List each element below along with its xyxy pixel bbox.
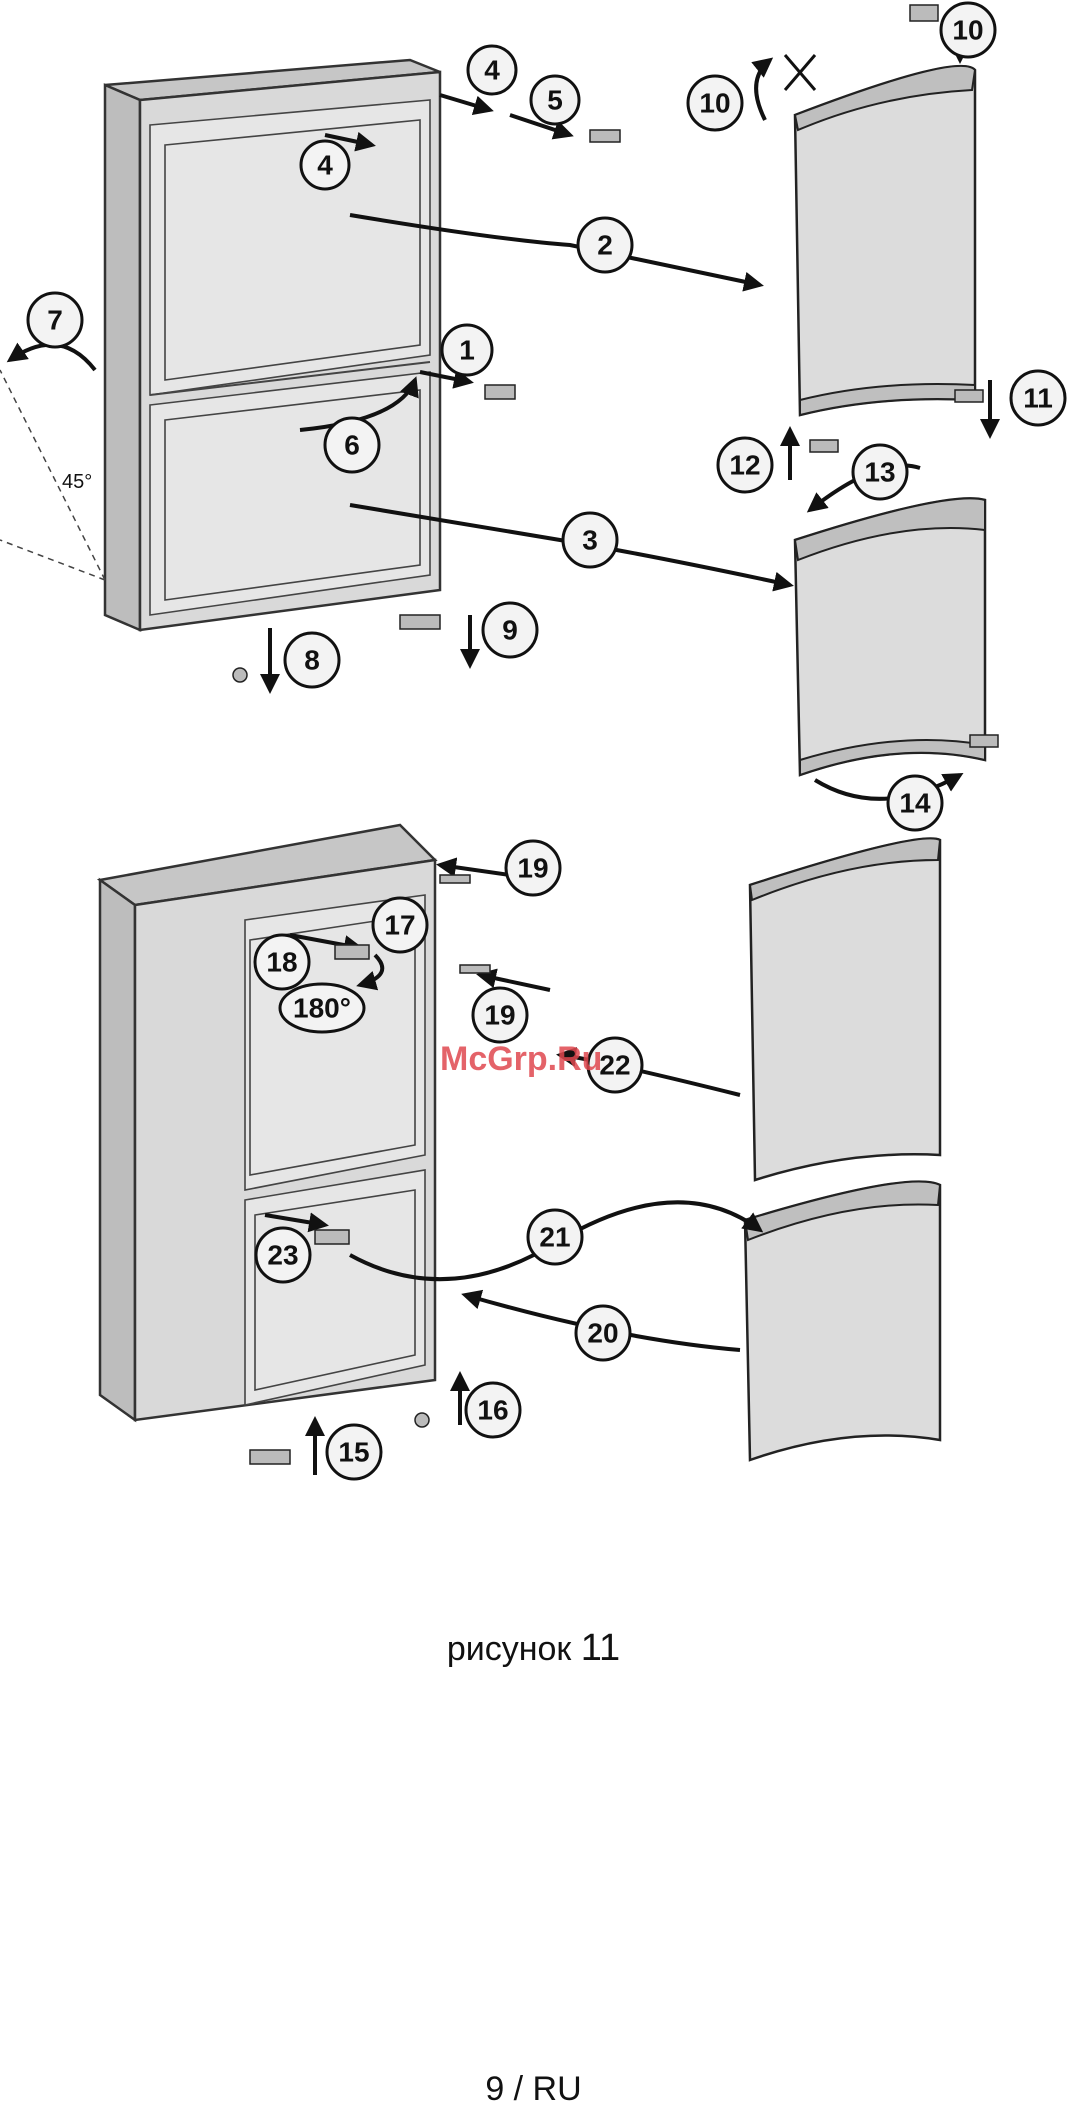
step-badge-17: 17 <box>373 898 427 952</box>
step-badge-8: 8 <box>285 633 339 687</box>
step-badge-1: 1 <box>442 325 492 375</box>
svg-text:23: 23 <box>267 1240 298 1271</box>
top-fridge-door <box>795 498 985 775</box>
hinge-icon <box>485 385 515 399</box>
svg-text:5: 5 <box>547 85 563 116</box>
swing-angle-guides: 45° <box>0 370 105 580</box>
svg-text:15: 15 <box>338 1437 369 1468</box>
step-badge-23: 23 <box>256 1228 310 1282</box>
step-badge-14: 14 <box>888 776 942 830</box>
step-badge-4a: 4 <box>468 46 516 94</box>
step-badge-9: 9 <box>483 603 537 657</box>
step-badge-16: 16 <box>466 1383 520 1437</box>
step-badge-19a: 19 <box>506 841 560 895</box>
top-fridge-cabinet <box>105 60 440 630</box>
hinge-pin-icon <box>440 875 470 883</box>
step-badge-20: 20 <box>576 1306 630 1360</box>
svg-text:6: 6 <box>344 430 360 461</box>
hinge-icon <box>955 390 983 402</box>
step-badge-15: 15 <box>327 1425 381 1479</box>
step-badge-10b: 10 <box>688 76 742 130</box>
svg-text:19: 19 <box>484 1000 515 1031</box>
step-badge-7: 7 <box>28 293 82 347</box>
step-badge-21: 21 <box>528 1210 582 1264</box>
step-badge-3: 3 <box>563 513 617 567</box>
svg-text:10: 10 <box>699 88 730 119</box>
svg-text:9: 9 <box>502 615 518 646</box>
svg-text:22: 22 <box>599 1050 630 1081</box>
svg-text:18: 18 <box>266 947 297 978</box>
svg-text:19: 19 <box>517 853 548 884</box>
hinge-icon <box>335 945 369 959</box>
page-footer: 9 / RU <box>0 2070 1067 2109</box>
svg-text:21: 21 <box>539 1222 570 1253</box>
crossed-out-icon <box>785 55 815 90</box>
hinge-icon <box>250 1450 290 1464</box>
svg-text:2: 2 <box>597 230 613 261</box>
step-badge-13: 13 <box>853 445 907 499</box>
hinge-pin-icon <box>460 965 490 973</box>
svg-text:3: 3 <box>582 525 598 556</box>
step-badge-10a: 10 <box>941 3 995 57</box>
svg-text:12: 12 <box>729 450 760 481</box>
figure-caption: рисунок 11 <box>0 1627 1067 1670</box>
caption-number: 11 <box>581 1627 620 1669</box>
svg-text:20: 20 <box>587 1318 618 1349</box>
svg-text:14: 14 <box>899 788 931 819</box>
hinge-icon <box>810 440 838 452</box>
step-badge-5: 5 <box>531 76 579 124</box>
svg-text:10: 10 <box>952 15 983 46</box>
cap-icon <box>910 5 938 21</box>
hinge-icon <box>590 130 620 142</box>
watermark: McGrp.Ru <box>440 1040 602 1079</box>
svg-text:4: 4 <box>317 150 333 181</box>
svg-text:11: 11 <box>1023 383 1053 414</box>
svg-text:16: 16 <box>477 1395 508 1426</box>
caption-prefix: рисунок <box>447 1630 571 1668</box>
svg-text:17: 17 <box>384 910 415 941</box>
hinge-icon <box>970 735 998 747</box>
step-badge-18: 18 <box>255 935 309 989</box>
svg-text:7: 7 <box>47 305 63 336</box>
step-badge-6: 6 <box>325 418 379 472</box>
hinge-icon <box>315 1230 349 1244</box>
step-badge-11: 11 <box>1011 371 1065 425</box>
hinge-icon <box>400 615 440 629</box>
svg-text:4: 4 <box>484 55 500 86</box>
step-badge-12: 12 <box>718 438 772 492</box>
angle-label: 45° <box>62 471 92 493</box>
step-badge-4b: 4 <box>301 141 349 189</box>
svg-text:1: 1 <box>459 335 475 366</box>
screw-icon <box>233 668 247 682</box>
step-badge-19b: 19 <box>473 988 527 1042</box>
svg-text:180°: 180° <box>293 993 351 1024</box>
step-badge-180: 180° <box>280 984 364 1032</box>
svg-text:8: 8 <box>304 645 320 676</box>
top-freezer-door <box>795 66 975 415</box>
svg-text:13: 13 <box>864 457 895 488</box>
bottom-freezer-door <box>750 838 940 1180</box>
screw-icon <box>415 1413 429 1427</box>
bottom-fridge-door <box>745 1182 940 1460</box>
step-badge-2: 2 <box>578 218 632 272</box>
